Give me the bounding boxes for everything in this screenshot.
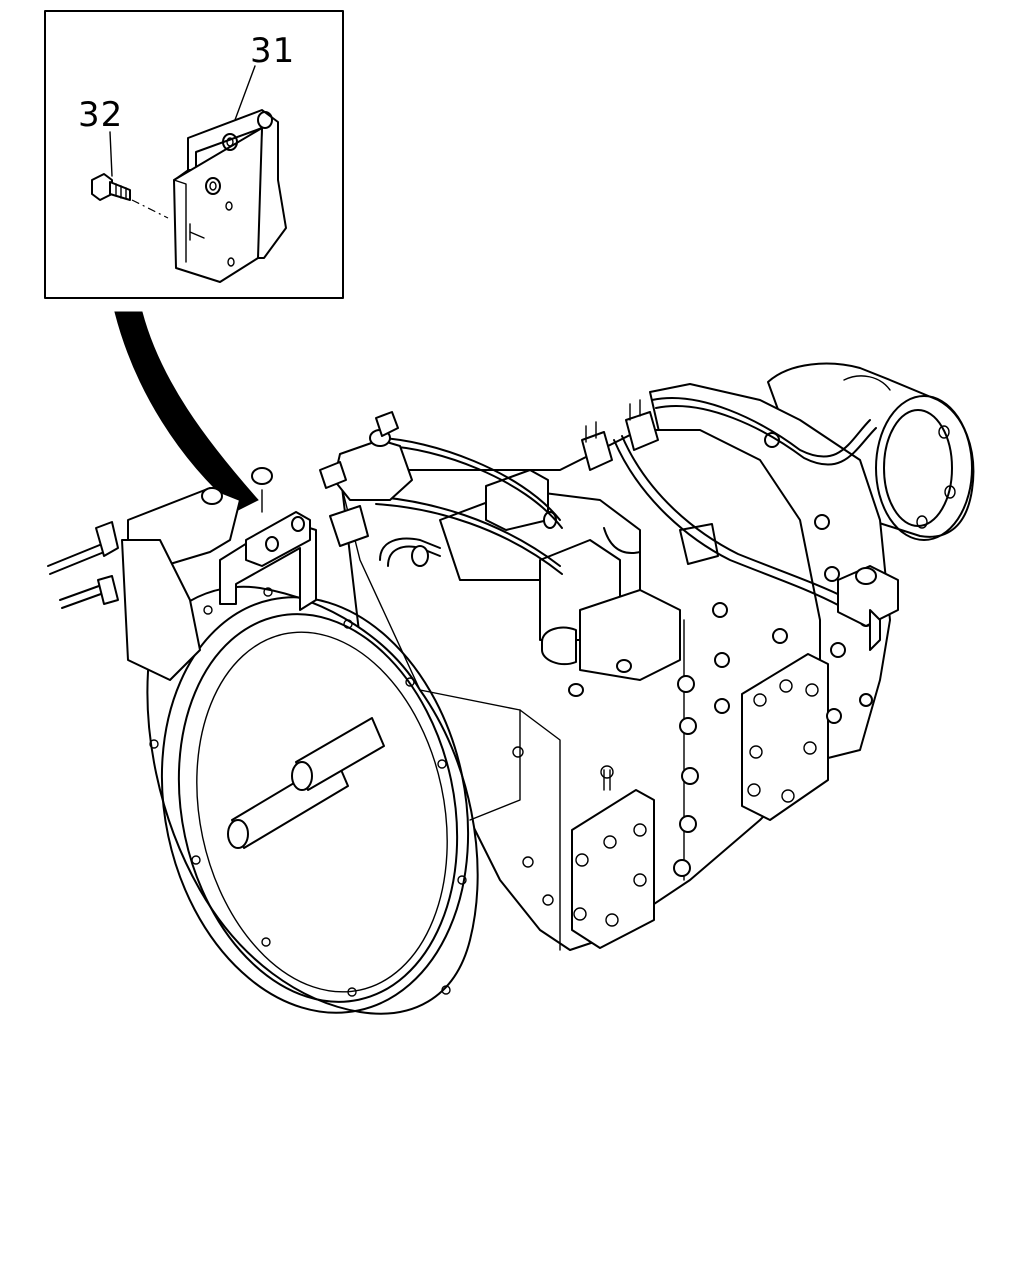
bolt-part-32	[91, 173, 169, 219]
leader-line-32	[109, 131, 113, 177]
installed-bracket-31	[219, 467, 317, 611]
air-piping	[367, 397, 877, 607]
shift-cylinders	[319, 411, 429, 567]
input-shaft	[227, 717, 385, 849]
callout-label-32: 32	[78, 95, 123, 135]
transmission-assembly	[47, 362, 975, 1015]
detail-inset: 31 32	[44, 10, 344, 299]
inset-frame	[44, 10, 344, 299]
leader-line-31	[231, 65, 256, 129]
output-flange	[767, 362, 975, 541]
detail-pointer-arrow	[114, 311, 259, 511]
side-cover-front	[571, 765, 655, 949]
sensor-switches	[581, 399, 899, 651]
callout-label-31: 31	[250, 31, 295, 71]
side-cover-right	[741, 653, 829, 821]
bracket-part-31	[173, 109, 287, 283]
clutch-release	[47, 487, 241, 681]
case-split-bolts	[673, 432, 873, 881]
